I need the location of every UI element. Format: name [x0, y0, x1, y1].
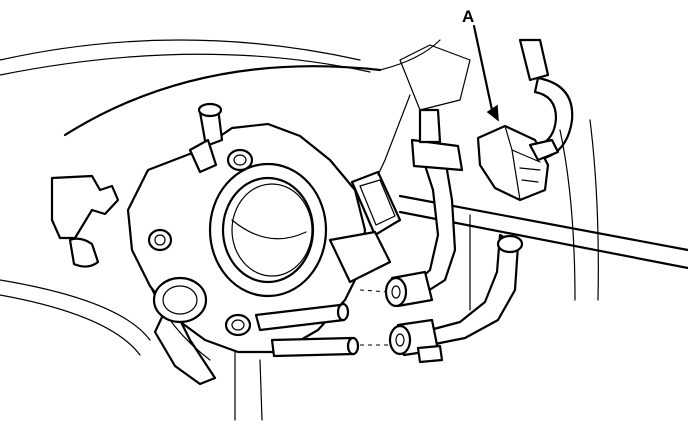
coolant-hoses [384, 108, 524, 364]
mounting-bracket [50, 174, 120, 268]
wiring-harness [377, 38, 599, 301]
throttle-body [126, 102, 367, 386]
sensor-connector [328, 170, 402, 284]
callout-a-label: A [462, 7, 474, 26]
connector-a [476, 124, 560, 202]
callout-a: A [462, 7, 499, 122]
mounting-studs [254, 302, 360, 358]
